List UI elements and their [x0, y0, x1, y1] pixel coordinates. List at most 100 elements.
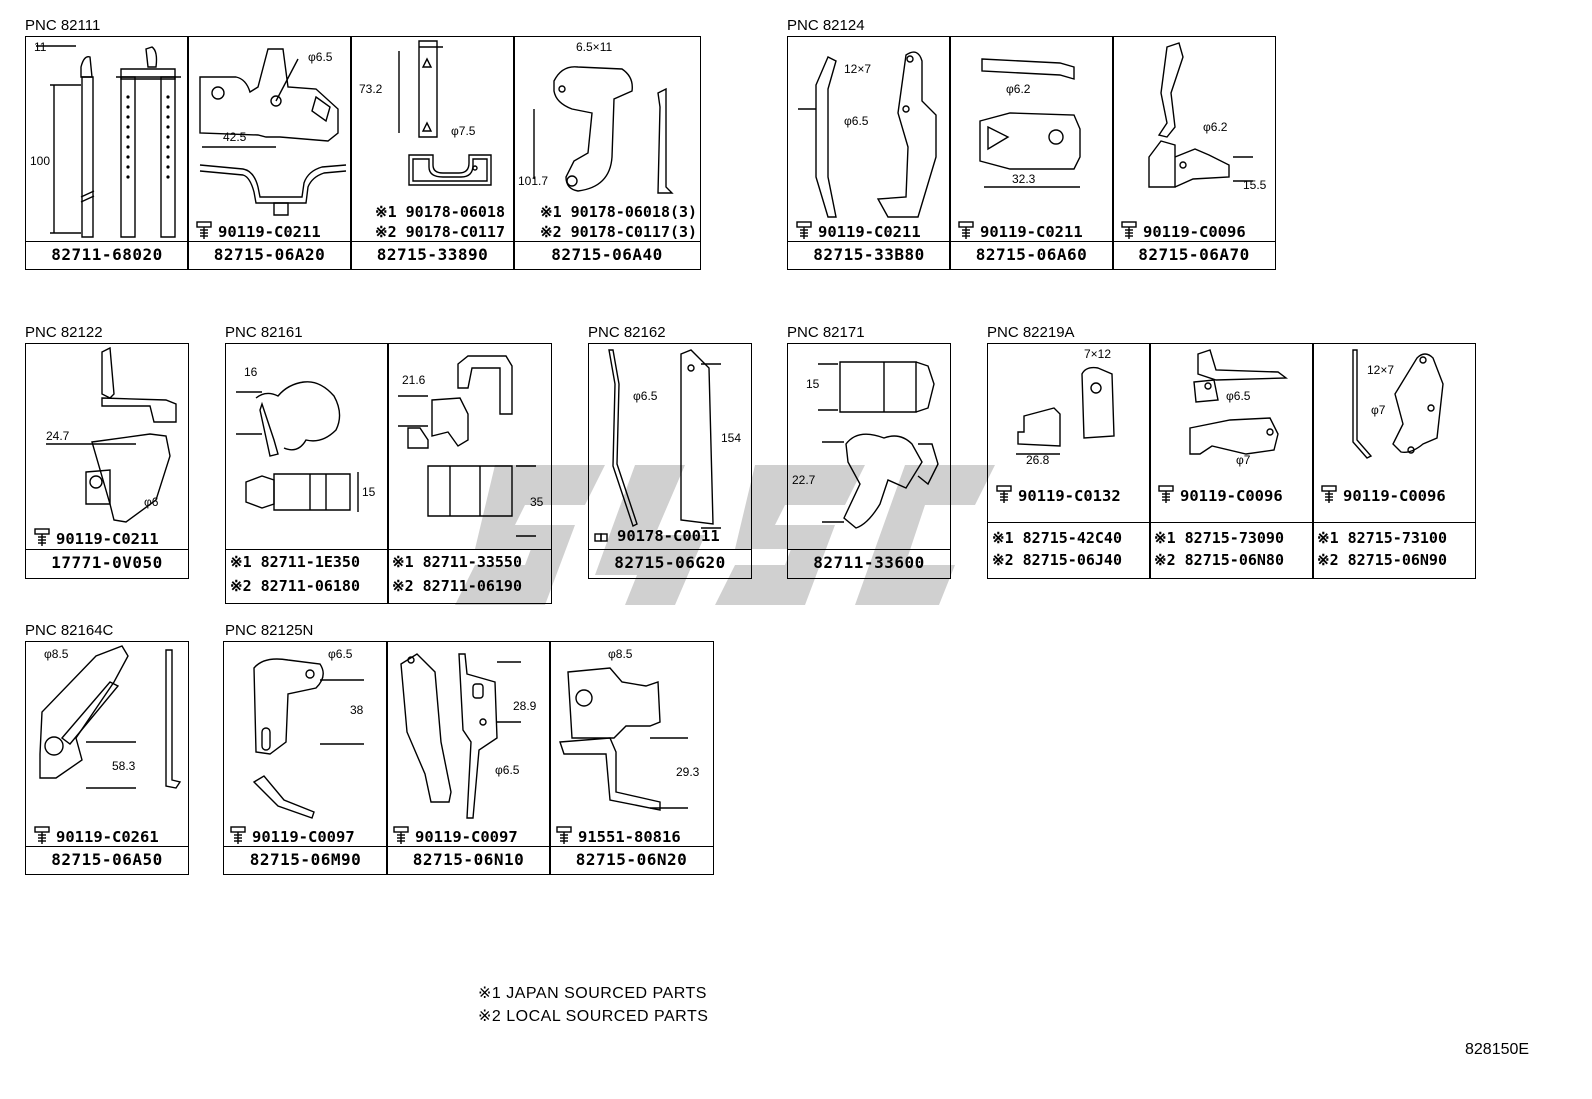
part-cell[interactable]: 21.6 35 ※1 82711-33550 ※2 82711-06190: [387, 343, 552, 604]
part-cell[interactable]: 16 15 ※1 82711-1E350 ※2 82711-06180: [225, 343, 389, 604]
dimension-label: 154: [721, 431, 742, 445]
part-drawing: [1313, 344, 1477, 580]
dimension-label: φ6.2: [1006, 82, 1031, 96]
note-line[interactable]: ※2 90178-C0117: [375, 223, 505, 241]
dimension-label: φ8.5: [44, 647, 69, 661]
bolt-callout[interactable]: 90119-C0096: [1156, 484, 1283, 505]
part-drawing: [589, 344, 753, 580]
part-number[interactable]: 82715-06A60: [975, 245, 1088, 264]
dimension-label: φ6.2: [1203, 120, 1228, 134]
part-number[interactable]: 82715-33B80: [813, 245, 925, 264]
part-cell[interactable]: φ8.5 58.3 90119-C0261 82715-06A50: [25, 641, 189, 875]
part-number[interactable]: 82715-06A70: [1138, 245, 1250, 264]
part-number[interactable]: 82711-68020: [51, 245, 163, 264]
part-cell[interactable]: 6.5×11 101.7 ※1 90178-06018(3) ※2 90178-…: [513, 36, 701, 270]
part-drawing: [26, 642, 190, 876]
part-number[interactable]: 82715-33890: [376, 245, 489, 264]
bolt-callout[interactable]: 90119-C0211: [956, 220, 1083, 241]
bolt-part-number: 90119-C0096: [1143, 223, 1246, 241]
part-cell[interactable]: φ8.5 29.3 91551-80816 82715-06N20: [549, 641, 714, 875]
legend-japan: ※1 JAPAN SOURCED PARTS: [478, 985, 707, 1002]
note-line[interactable]: ※1 82715-42C40: [992, 529, 1122, 547]
dimension-label: 35: [530, 496, 543, 509]
part-number[interactable]: 82715-06N10: [412, 850, 525, 869]
part-cell[interactable]: φ6.5 154 90178-C0011 82715-06G20: [588, 343, 752, 579]
part-number[interactable]: 82715-06M90: [249, 850, 362, 869]
part-number[interactable]: 82715-06A20: [213, 245, 326, 264]
part-number[interactable]: 82715-06A40: [551, 245, 663, 264]
dimension-label: φ6.5: [308, 50, 333, 64]
part-drawing: [188, 37, 353, 271]
part-cell[interactable]: 12×7 φ6.5 90119-C0211 82715-33B80: [787, 36, 951, 270]
part-drawing: [226, 344, 390, 605]
part-cell[interactable]: φ6.5 φ7 90119-C0096 ※1 82715-73090 ※2 82…: [1149, 343, 1314, 579]
bolt-callout[interactable]: 90119-C0211: [194, 220, 321, 241]
part-cell[interactable]: 11 100 82711-68020: [25, 36, 189, 270]
note-line[interactable]: ※1 82715-73100: [1317, 529, 1447, 547]
dimension-label: 11: [34, 40, 47, 54]
note-line[interactable]: ※1 90178-06018(3): [540, 203, 698, 221]
bolt-icon: [556, 826, 572, 844]
part-drawing: [1150, 344, 1315, 580]
part-cell[interactable]: 12×7 φ7 90119-C0096 ※1 82715-73100 ※2 82…: [1312, 343, 1476, 579]
dimension-label: 58.3: [112, 759, 136, 773]
part-drawing: [351, 37, 516, 271]
part-number[interactable]: 82715-06A50: [51, 850, 163, 869]
dimension-label: φ6.5: [328, 647, 353, 661]
part-number[interactable]: 82715-06N20: [575, 850, 688, 869]
note-line[interactable]: ※1 82711-33550: [392, 553, 522, 571]
pnc-label: PNC 82162: [588, 324, 666, 341]
note-line[interactable]: ※2 82715-06N80: [1154, 551, 1284, 569]
part-cell[interactable]: φ6.5 42.5 90119-C0211 82715-06A20: [187, 36, 352, 270]
bolt-callout[interactable]: 90119-C0132: [994, 484, 1121, 505]
note-line[interactable]: ※1 90178-06018: [375, 203, 505, 221]
part-cell[interactable]: 24.7 φ6 90119-C0211 17771-0V050: [25, 343, 189, 579]
bolt-icon: [1158, 485, 1174, 503]
part-number[interactable]: 82715-06G20: [589, 554, 751, 572]
part-number[interactable]: 82711-33600: [813, 553, 925, 572]
note-line[interactable]: ※2 82715-06J40: [992, 551, 1122, 569]
note-line[interactable]: ※2 82715-06N90: [1317, 551, 1447, 569]
bolt-callout[interactable]: 90119-C0096: [1119, 220, 1246, 241]
bolt-callout[interactable]: 91551-80816: [554, 825, 681, 846]
note-line[interactable]: ※2 82711-06180: [230, 577, 360, 595]
part-cell[interactable]: φ6.5 38 90119-C0097 82715-06M90: [223, 641, 388, 875]
bolt-callout[interactable]: 90119-C0097: [391, 825, 518, 846]
dimension-label: 6.5×11: [576, 40, 613, 54]
pnc-label: PNC 82161: [225, 324, 303, 341]
bolt-part-number: 90119-C0096: [1343, 487, 1446, 505]
dimension-label: 100: [30, 154, 51, 168]
note-line[interactable]: ※2 82711-06190: [392, 577, 522, 595]
pnc-label: PNC 82125N: [225, 622, 314, 639]
part-cell[interactable]: 7×12 26.8 90119-C0132 ※1 82715-42C40 ※2 …: [987, 343, 1151, 579]
bolt-icon: [796, 221, 812, 239]
bolt-part-number: 91551-80816: [578, 828, 681, 846]
bolt-icon: [230, 826, 246, 844]
bolt-part-number: 90119-C0261: [56, 828, 159, 846]
bolt-part-number: 90119-C0211: [218, 223, 321, 241]
part-cell[interactable]: 28.9 φ6.5 90119-C0097 82715-06N10: [386, 641, 551, 875]
dimension-label: 101.7: [518, 174, 549, 188]
bolt-callout[interactable]: 90119-C0211: [794, 220, 921, 241]
part-cell[interactable]: φ6.2 32.3 90119-C0211 82715-06A60: [949, 36, 1114, 270]
bolt-callout[interactable]: 90119-C0261: [32, 825, 159, 846]
bolt-icon: [996, 485, 1012, 503]
pnc-label: PNC 82219A: [987, 324, 1075, 341]
note-line[interactable]: ※2 90178-C0117(3): [540, 223, 698, 241]
dimension-label: 16: [244, 365, 258, 379]
part-number[interactable]: 17771-0V050: [51, 553, 163, 572]
dimension-label: 15: [362, 485, 376, 499]
dimension-label: φ6.5: [844, 114, 869, 128]
part-drawing: [950, 37, 1115, 271]
bolt-callout[interactable]: 90119-C0096: [1319, 484, 1446, 505]
note-line[interactable]: ※1 82715-73090: [1154, 529, 1284, 547]
part-cell[interactable]: 73.2 φ7.5 ※1 90178-06018 ※2 90178-C0117 …: [350, 36, 515, 270]
part-drawing: [387, 642, 552, 876]
bolt-callout[interactable]: 90178-C0011: [593, 527, 720, 545]
note-line[interactable]: ※1 82711-1E350: [230, 553, 360, 571]
bolt-callout[interactable]: 90119-C0211: [32, 527, 159, 548]
part-cell[interactable]: φ6.2 15.5 90119-C0096 82715-06A70: [1112, 36, 1276, 270]
dimension-label: 15.5: [1243, 178, 1267, 192]
bolt-callout[interactable]: 90119-C0097: [228, 825, 355, 846]
part-cell[interactable]: 15 22.7 82711-33600: [787, 343, 951, 579]
